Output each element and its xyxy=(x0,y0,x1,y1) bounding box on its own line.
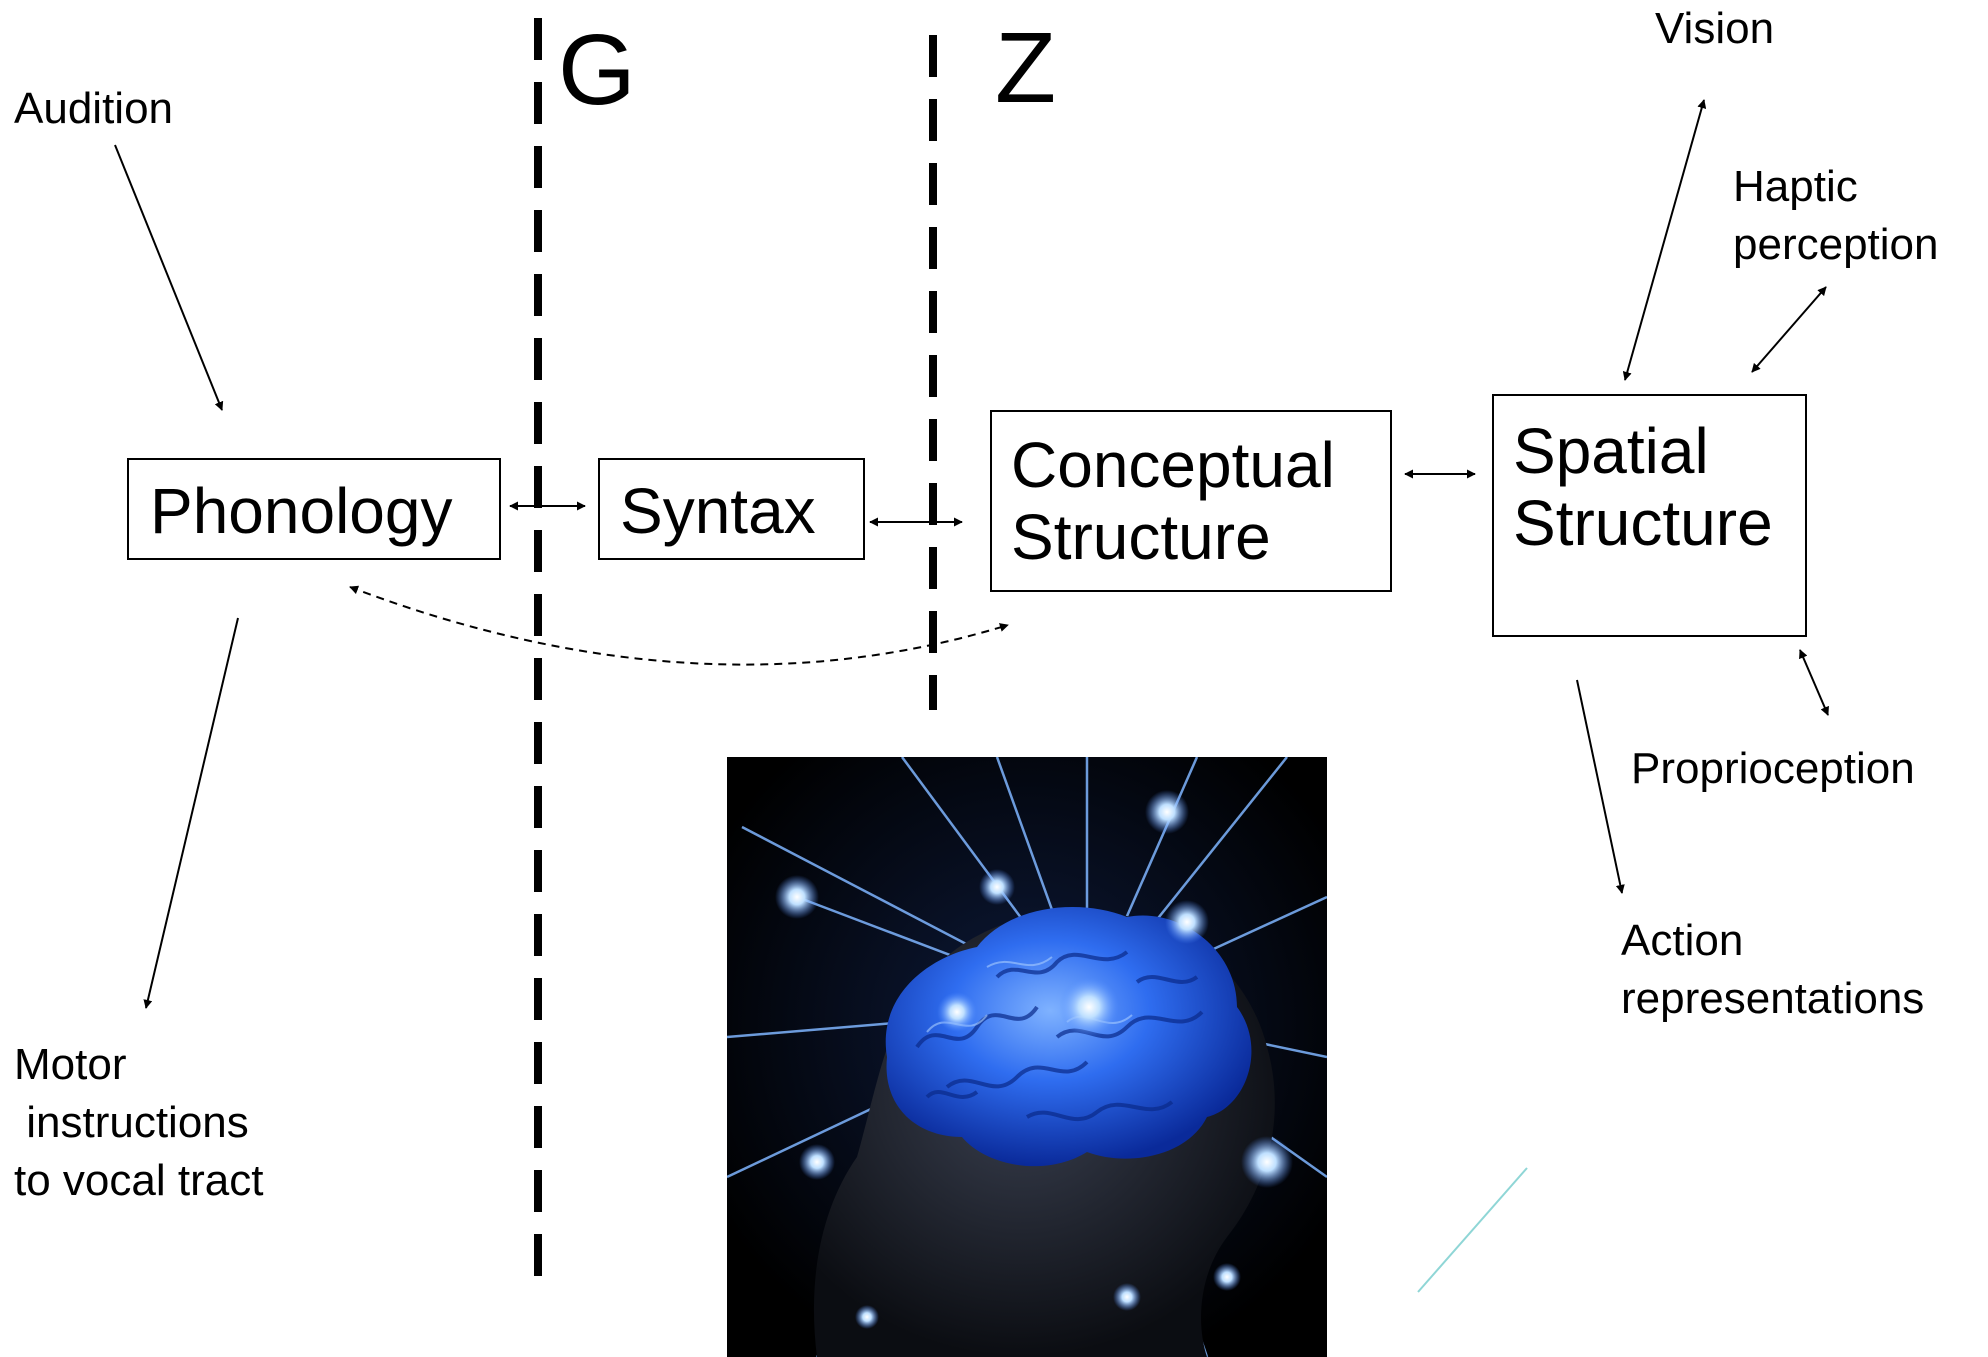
node-conceptual-label-line1: Conceptual xyxy=(1011,429,1335,501)
arrow-vision-spatial xyxy=(1622,99,1707,381)
arrow-phonology-to-motor xyxy=(143,617,239,1009)
brain-image xyxy=(727,757,1327,1357)
node-spatial-structure: Spatial Structure xyxy=(1492,394,1807,637)
arrow-haptic-spatial xyxy=(1751,286,1827,373)
label-haptic-line1: Haptic xyxy=(1733,162,1858,211)
node-phonology: Phonology xyxy=(127,458,501,560)
node-spatial-label-line2: Structure xyxy=(1513,487,1773,559)
label-vision: Vision xyxy=(1655,4,1775,53)
node-syntax-label: Syntax xyxy=(620,475,816,547)
node-spatial-label-line1: Spatial xyxy=(1513,415,1709,487)
label-motor-line1: Motor xyxy=(14,1040,127,1089)
brain-illustration xyxy=(727,757,1327,1357)
label-action-line2: representations xyxy=(1621,974,1925,1023)
label-proprioception: Proprioception xyxy=(1631,744,1915,793)
arrow-spatial-proprioception xyxy=(1799,649,1829,716)
label-motor-line3: to vocal tract xyxy=(14,1156,264,1205)
label-action-line1: Action xyxy=(1621,916,1744,965)
arrow-phonology-conceptual-dashed xyxy=(349,585,1009,666)
node-conceptual-label-line2: Structure xyxy=(1011,501,1271,573)
node-conceptual-structure: Conceptual Structure xyxy=(990,410,1392,592)
decorative-line xyxy=(1417,1167,1528,1293)
label-audition: Audition xyxy=(14,84,174,133)
arrow-spatial-to-action xyxy=(1576,679,1625,894)
label-haptic-line2: perception xyxy=(1733,220,1939,269)
divider-label-z: Z xyxy=(995,12,1057,124)
arrow-audition-to-phonology xyxy=(114,144,224,411)
node-phonology-label: Phonology xyxy=(150,475,453,547)
node-syntax: Syntax xyxy=(598,458,865,560)
label-motor-line2: instructions xyxy=(14,1098,249,1147)
divider-label-g: G xyxy=(558,14,636,126)
